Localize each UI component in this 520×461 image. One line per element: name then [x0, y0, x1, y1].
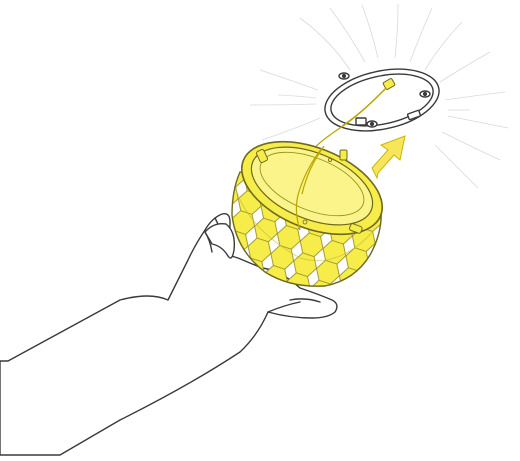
arrow-up-right	[372, 136, 405, 178]
mounting-ring	[319, 60, 445, 141]
